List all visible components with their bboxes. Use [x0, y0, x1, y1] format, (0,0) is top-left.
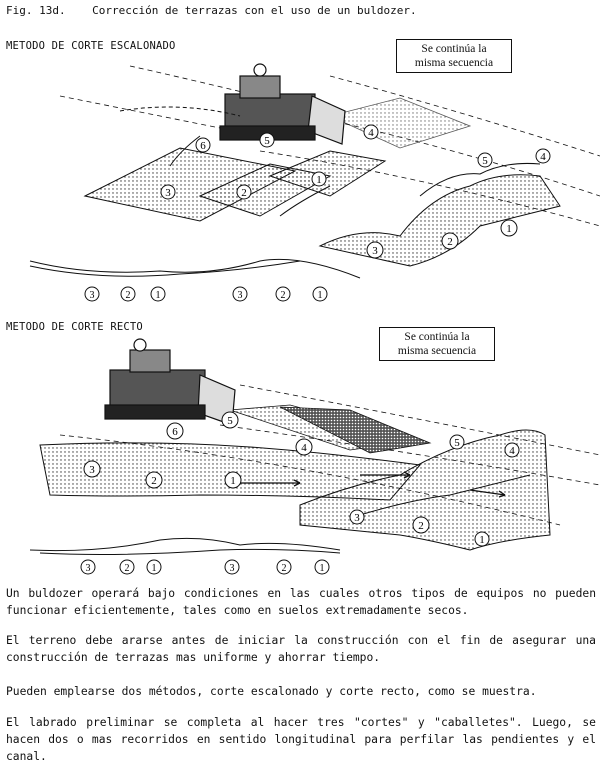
paragraph-3: Pueden emplearse dos métodos, corte esca…: [6, 685, 537, 698]
svg-text:2: 2: [125, 563, 130, 574]
profile-labels: 3 2 1 3 2 1: [84, 286, 328, 302]
profile-sketch: [29, 537, 341, 555]
field-labels: 6 5 4 3 2 1: [83, 411, 313, 489]
paragraph-4: El labrado preliminar se completa al hac…: [6, 716, 596, 763]
ridge-label-3: 3: [354, 512, 360, 524]
svg-text:2: 2: [281, 290, 286, 301]
svg-text:3: 3: [86, 563, 91, 574]
ridge-label-1: 1: [506, 223, 512, 235]
illustration-escalonado: 6 5 4 3 2 1 3 2 1 5 4 3 2 1 3 2 1: [29, 63, 600, 302]
ridge-labels: 3 2 1 5 4: [349, 434, 520, 547]
cut-patch-1: [268, 150, 387, 197]
ridge-label-5: 5: [454, 437, 460, 449]
paragraph-1: Un buldozer operará bajo condiciones en …: [6, 587, 596, 617]
note-line: misma secuencia: [397, 345, 477, 357]
label-3: 3: [165, 187, 171, 199]
ridge-label-2: 2: [418, 520, 424, 532]
profile-sketch: [29, 258, 361, 279]
label-1: 1: [230, 475, 236, 487]
ridge-labels: 3 2 1 5 4: [366, 148, 551, 259]
ridge-label-5: 5: [482, 155, 488, 167]
svg-text:3: 3: [238, 290, 243, 301]
label-4: 4: [301, 442, 307, 454]
bulldozer: [104, 338, 236, 426]
label-2: 2: [241, 187, 247, 199]
svg-text:2: 2: [282, 563, 287, 574]
note-line: Se continúa la: [404, 331, 470, 343]
note-line: Se continúa la: [421, 43, 487, 55]
svg-text:1: 1: [318, 290, 323, 301]
paragraph-2: El terreno debe ararse antes de iniciar …: [6, 634, 596, 664]
note-box-1: Se continúa la misma secuencia: [396, 39, 512, 73]
profile-labels: 3 2 1 3 2 1: [80, 559, 330, 575]
label-1: 1: [316, 174, 322, 186]
cut-patch-4: [328, 97, 472, 149]
strip-4: [279, 406, 432, 454]
label-6: 6: [172, 426, 178, 438]
label-5: 5: [227, 415, 233, 427]
terrace-lines: [59, 65, 600, 227]
svg-text:2: 2: [126, 290, 131, 301]
svg-text:3: 3: [230, 563, 235, 574]
label-4: 4: [368, 127, 374, 139]
svg-text:1: 1: [320, 563, 325, 574]
label-5: 5: [264, 135, 270, 147]
section-title-escalonado: METODO DE CORTE ESCALONADO: [6, 40, 176, 52]
note-line: misma secuencia: [414, 57, 494, 69]
ridge-label-1: 1: [479, 534, 485, 546]
bulldozer: [219, 63, 346, 145]
ridge-label-2: 2: [447, 236, 453, 248]
label-2: 2: [151, 475, 157, 487]
label-6: 6: [200, 140, 206, 152]
section-title-recto: METODO DE CORTE RECTO: [6, 321, 143, 333]
ridge-label-4: 4: [540, 151, 546, 163]
field-labels: 6 5 4 3 2 1: [160, 124, 379, 200]
path-arrows: [119, 106, 331, 217]
svg-text:1: 1: [156, 290, 161, 301]
svg-text:3: 3: [90, 290, 95, 301]
label-3: 3: [89, 464, 95, 476]
illustration-recto: 6 5 4 3 2 1 3 2 1 5 4 3 2 1 3 2 1: [29, 338, 600, 575]
ridge-label-3: 3: [372, 245, 378, 257]
note-box-2: Se continúa la misma secuencia: [379, 327, 495, 361]
ridge-label-4: 4: [509, 445, 515, 457]
figure-caption: Fig. 13d. Corrección de terrazas con el …: [6, 4, 417, 17]
path-arrows: [240, 471, 506, 498]
svg-text:1: 1: [152, 563, 157, 574]
